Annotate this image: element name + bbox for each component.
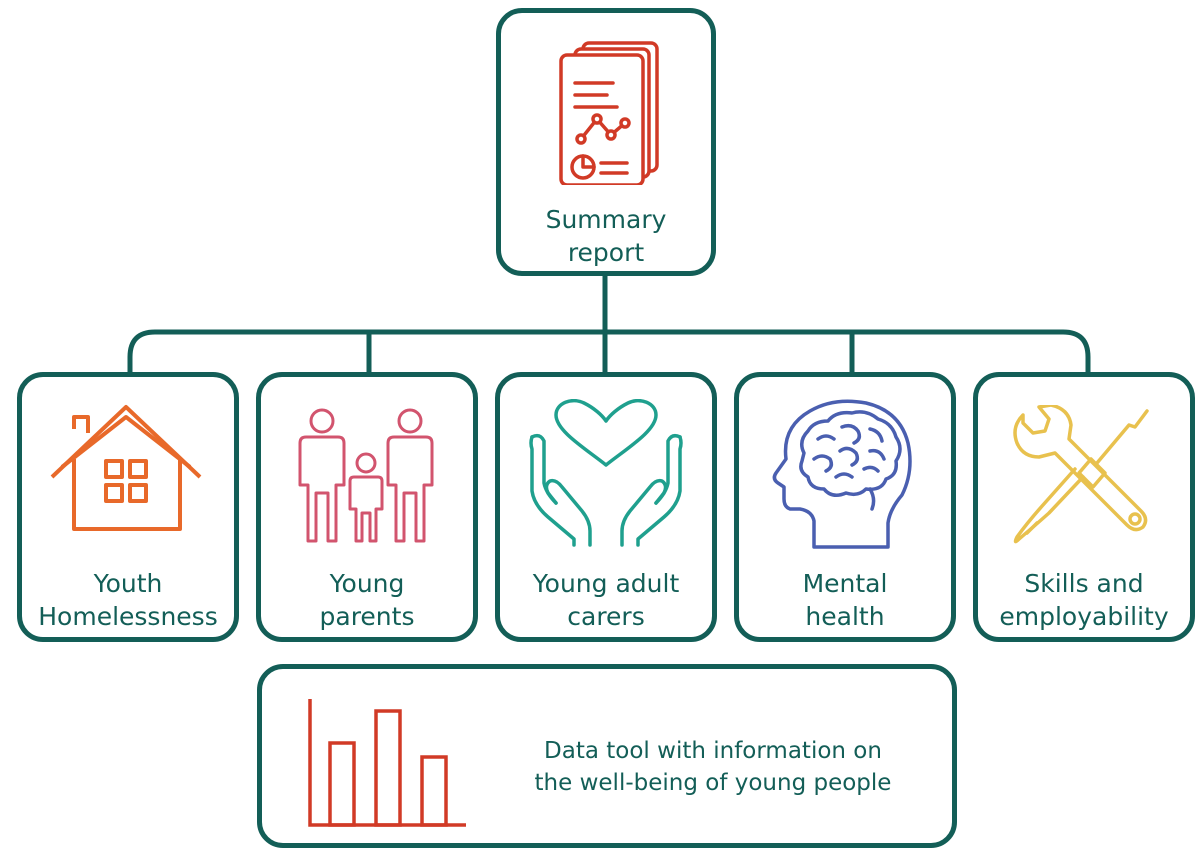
young-parents-label: Young parents [261, 567, 473, 633]
house-icon [22, 403, 234, 533]
summary-report-line1: Summary [545, 205, 667, 234]
young-parents-box[interactable]: Young parents [256, 372, 478, 642]
hands-heart-icon [500, 399, 712, 549]
summary-report-box[interactable]: Summary report [496, 8, 716, 276]
young-parents-line1: Young [329, 569, 405, 598]
wrench-screwdriver-icon [978, 405, 1190, 545]
mental-health-box[interactable]: Mental health [734, 372, 956, 642]
skills-employability-box[interactable]: Skills and employability [973, 372, 1195, 642]
report-document-icon [501, 35, 711, 185]
skills-employability-line1: Skills and [1024, 569, 1144, 598]
youth-homelessness-line1: Youth [93, 569, 163, 598]
summary-report-line2: report [567, 238, 645, 267]
data-tool-line1: Data tool with information on [544, 738, 882, 764]
head-brain-icon [739, 399, 951, 549]
young-adult-carers-label: Young adult carers [500, 567, 712, 633]
bar-chart-icon [304, 697, 474, 831]
young-parents-line2: parents [319, 602, 415, 631]
mental-health-line2: health [805, 602, 885, 631]
skills-employability-line2: employability [999, 602, 1169, 631]
youth-homelessness-line2: Homelessness [38, 602, 218, 631]
youth-homelessness-box[interactable]: Youth Homelessness [17, 372, 239, 642]
data-tool-label: Data tool with information on the well-b… [502, 735, 924, 799]
young-adult-carers-box[interactable]: Young adult carers [495, 372, 717, 642]
mental-health-line1: Mental [802, 569, 888, 598]
young-adult-carers-line1: Young adult [532, 569, 680, 598]
mental-health-label: Mental health [739, 567, 951, 633]
youth-homelessness-label: Youth Homelessness [22, 567, 234, 633]
skills-employability-label: Skills and employability [978, 567, 1190, 633]
summary-report-label: Summary report [501, 203, 711, 269]
horizontal-connector [127, 329, 1091, 372]
data-tool-line2: the well-being of young people [534, 770, 892, 796]
young-adult-carers-line2: carers [567, 602, 645, 631]
data-tool-box[interactable]: Data tool with information on the well-b… [257, 664, 957, 848]
family-icon [261, 405, 473, 545]
